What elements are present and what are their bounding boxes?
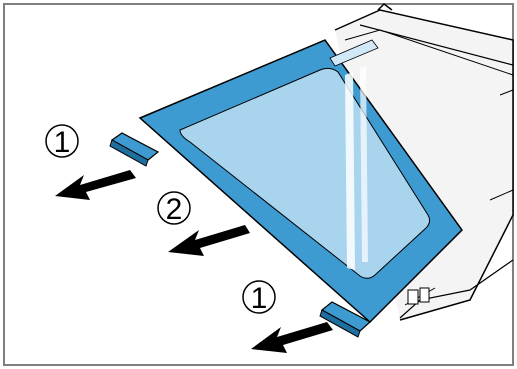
step-number: 1 bbox=[54, 126, 71, 159]
oven-door-frame-icon bbox=[334, 3, 514, 321]
glass-pane-icon bbox=[138, 39, 463, 324]
step-number: 1 bbox=[251, 282, 268, 315]
arrow-left-icon bbox=[168, 225, 250, 256]
step-number: 2 bbox=[166, 193, 183, 226]
step-callout: 2 bbox=[157, 191, 191, 226]
step-callout: 1 bbox=[242, 280, 276, 315]
arrow-left-icon bbox=[55, 170, 136, 200]
door-clip-icon bbox=[319, 301, 372, 338]
door-clip-icon bbox=[109, 132, 160, 167]
number-circle-icon bbox=[157, 191, 191, 225]
arrow-left-icon bbox=[251, 322, 333, 353]
number-circle-icon bbox=[242, 280, 276, 314]
step-callout: 1 bbox=[45, 124, 79, 159]
number-circle-icon bbox=[45, 124, 79, 158]
